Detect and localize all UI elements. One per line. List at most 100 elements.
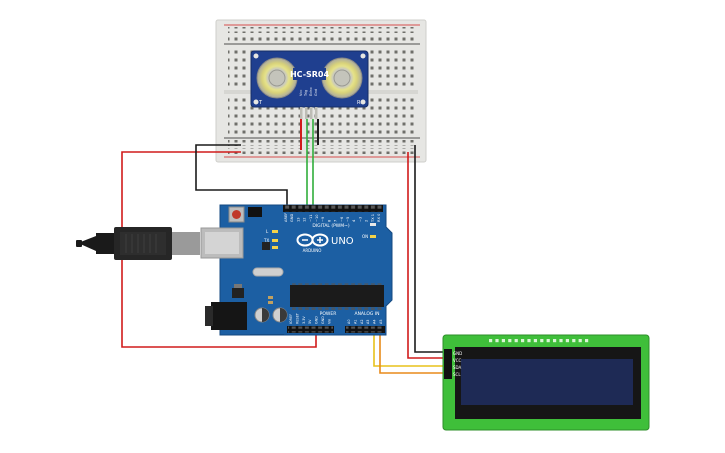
ultrasonic-sensor[interactable]: HC-SR04 T R Vcc Trig Echo Gnd xyxy=(250,50,369,119)
digital-pin-label: 2 xyxy=(365,220,369,222)
lcd-top-pins xyxy=(489,339,589,343)
lcd-top-pin xyxy=(585,339,589,343)
wire-lcd-sda[interactable] xyxy=(373,327,446,367)
wire-gnd-arduino[interactable] xyxy=(195,144,288,205)
voltage-regulator xyxy=(232,288,244,298)
smd-chip xyxy=(262,242,270,250)
lcd-top-pin xyxy=(546,339,550,343)
digital-pin-label: ~5 xyxy=(346,217,350,222)
digital-pin-label: RX 0 xyxy=(377,213,381,222)
lcd-pin-labels: GND VCC SDA SCL xyxy=(453,351,462,377)
lcd-top-pin xyxy=(521,339,525,343)
sensor-model-label: HC-SR04 xyxy=(290,70,330,79)
analog-pin-label: A2 xyxy=(360,320,364,324)
on-led-label: ON xyxy=(362,234,368,239)
arduino-logo: ARDUINO xyxy=(296,233,329,253)
led-label: TX xyxy=(263,238,269,243)
analog-pin-label: A0 xyxy=(347,320,351,324)
digital-pin-label: 8 xyxy=(327,219,331,222)
microcontroller-chip xyxy=(290,285,384,307)
lcd-pin-label: VCC xyxy=(453,358,462,363)
power-pin-label: Vin xyxy=(327,319,331,324)
led-label: L xyxy=(266,229,269,234)
digital-pin-label: 13 xyxy=(296,217,300,222)
sensor-pin-label: Vcc xyxy=(299,90,303,96)
crystal xyxy=(252,267,284,277)
lcd-screen xyxy=(461,359,633,405)
digital-pin-label: 4 xyxy=(352,219,356,222)
bottom-rail-holes-1 xyxy=(228,140,414,146)
bottom-rail-holes-2 xyxy=(228,148,414,154)
lcd-top-pin xyxy=(489,339,493,343)
lcd-pin-label: SCL xyxy=(453,372,461,377)
power-pin-label: IOREF xyxy=(289,314,293,324)
digital-pin-label: ~11 xyxy=(309,214,313,222)
power-header-label: POWER xyxy=(320,311,337,317)
power-pin-label: 3.3V xyxy=(302,316,306,324)
analog-pin-label: A3 xyxy=(366,320,370,324)
analog-pin-label: A5 xyxy=(379,320,383,324)
lcd-top-pin xyxy=(495,339,499,343)
digital-pin-label: AREF xyxy=(284,213,288,222)
lcd-top-pin xyxy=(508,339,512,343)
sensor-r-mark: R xyxy=(357,100,361,106)
mount-hole-icon xyxy=(253,99,259,105)
top-rail-holes-2 xyxy=(228,35,414,41)
top-rail-holes-1 xyxy=(228,27,414,33)
sensor-pin-label: Trig xyxy=(304,90,308,97)
digital-header-label: DIGITAL (PWM~) xyxy=(312,223,350,229)
lcd-top-pin xyxy=(565,339,569,343)
lcd-top-pin xyxy=(553,339,557,343)
lcd-top-pin xyxy=(533,339,537,343)
power-pin-label: RESET xyxy=(295,312,299,324)
digital-pin-label: 7 xyxy=(334,220,338,222)
power-pin-label: 5V xyxy=(308,319,312,324)
digital-pin-label: ~6 xyxy=(340,216,344,222)
sensor-pin-label: Echo xyxy=(309,88,313,97)
lcd-top-pin xyxy=(527,339,531,343)
power-pin-label: GND xyxy=(315,316,319,324)
sensor-pin-labels: Vcc Trig Echo Gnd xyxy=(299,88,318,98)
power-jack xyxy=(211,302,247,330)
sensor-pins xyxy=(300,107,318,119)
usb-cable xyxy=(76,227,200,260)
lcd-top-pin xyxy=(514,339,518,343)
lcd-top-pin xyxy=(559,339,563,343)
digital-pin-label: TX 1 xyxy=(371,214,375,223)
power-pin-label: GND xyxy=(321,316,325,324)
analog-pin-label: A4 xyxy=(373,320,377,324)
i2c-pin-header[interactable] xyxy=(444,349,452,379)
mount-hole-icon xyxy=(360,53,366,59)
wire-5v-power[interactable] xyxy=(121,151,317,348)
sensor-pin-label: Gnd xyxy=(314,89,318,96)
digital-pin-label: ~9 xyxy=(321,216,325,222)
lcd-top-pin xyxy=(572,339,576,343)
analog-pin-label: A1 xyxy=(353,320,357,324)
digital-pin-label: GND xyxy=(290,214,294,222)
lcd-top-pin xyxy=(501,339,505,343)
brand-label: ARDUINO xyxy=(303,248,322,253)
sensor-t-mark: T xyxy=(258,100,263,106)
mount-hole-icon xyxy=(360,99,366,105)
analog-header-label: ANALOG IN xyxy=(354,311,379,317)
digital-pin-label: ~3 xyxy=(358,217,362,222)
lcd-pin-label: SDA xyxy=(453,365,462,370)
wire-lcd-gnd[interactable] xyxy=(414,145,446,353)
mount-hole-icon xyxy=(253,53,259,59)
wire-lcd-vcc[interactable] xyxy=(407,152,446,359)
wires xyxy=(121,119,446,374)
digital-pin-label: 12 xyxy=(303,217,307,222)
lcd-top-pin xyxy=(578,339,582,343)
lcd-top-pin xyxy=(540,339,544,343)
digital-pin-label: ~10 xyxy=(315,214,319,222)
lcd-pin-label: GND xyxy=(453,351,462,356)
wire-lcd-scl[interactable] xyxy=(379,327,446,374)
model-label: UNO xyxy=(331,236,354,247)
lcd-module[interactable]: GND VCC SDA SCL xyxy=(442,334,650,431)
